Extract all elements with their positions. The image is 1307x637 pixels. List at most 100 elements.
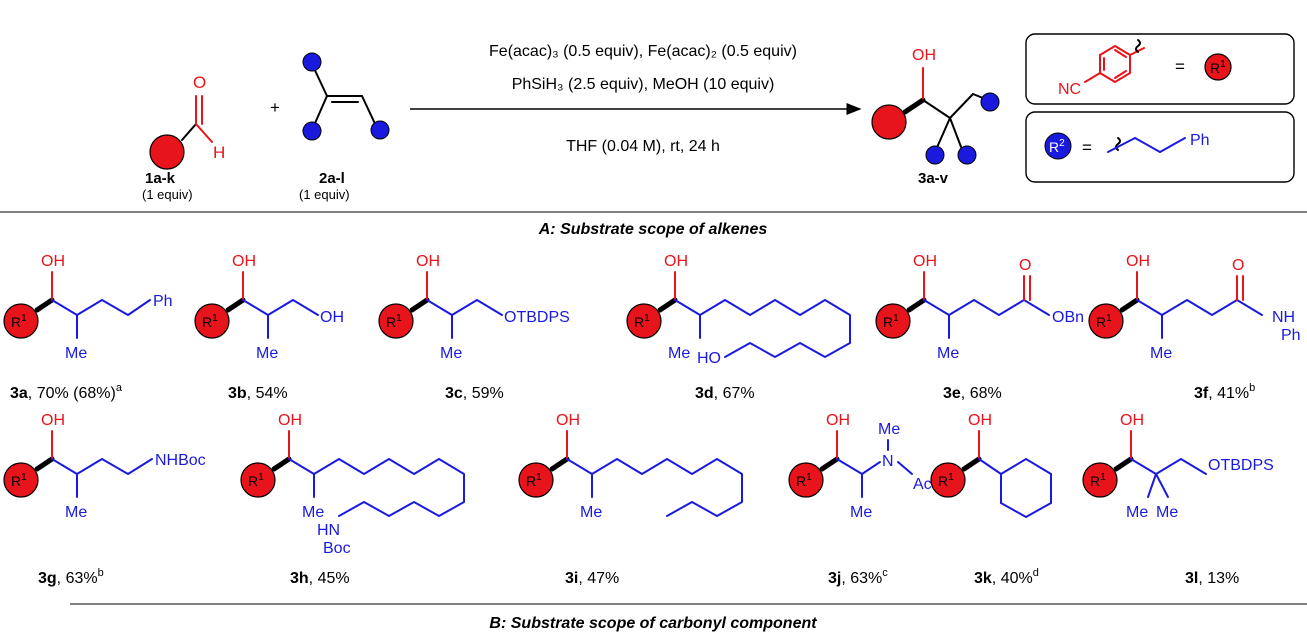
svg-text:OH: OH [232, 253, 256, 270]
svg-text:Ac: Ac [913, 476, 932, 493]
product-3k: R1 OH 3k, 40%d [930, 412, 1052, 587]
caption-3h: 3h, 45% [290, 570, 350, 587]
conditions-line-3: THF (0.04 M), rt, 24 h [566, 138, 720, 155]
svg-text:OH: OH [416, 253, 440, 270]
product-3h: R1 OH HN Boc Me 3h, 45% [240, 412, 465, 587]
svg-text:OH: OH [278, 412, 302, 429]
section-b-title: B: Substrate scope of carbonyl component [489, 615, 817, 632]
product-3a: R1 OH Ph Me 3a, 70% (68%)a [3, 253, 173, 402]
svg-text:OH: OH [320, 309, 344, 326]
aldehyde-reactant: O H 1a-k (1 equiv) [142, 73, 225, 202]
svg-text:OH: OH [913, 253, 937, 270]
svg-text:HO: HO [697, 350, 721, 367]
svg-text:Me: Me [1126, 504, 1148, 521]
product-3l: R1 OH OTBDPS Me Me 3l, 13% [1082, 412, 1274, 587]
svg-text:Me: Me [937, 345, 959, 362]
equals-sign-r2: = [1082, 138, 1092, 157]
svg-text:Me: Me [878, 421, 900, 438]
caption-3b: 3b, 54% [228, 385, 288, 402]
svg-text:Boc: Boc [323, 540, 351, 557]
svg-text:Me: Me [256, 345, 278, 362]
svg-text:R1: R1 [526, 472, 542, 489]
nc-text: NC [1058, 81, 1081, 98]
equals-sign-r1: = [1175, 57, 1185, 76]
legend-r2-box: R2 = Ph [1025, 111, 1295, 183]
legend-r1-box: NC = R1 [1025, 33, 1295, 105]
svg-text:OTBDPS: OTBDPS [1208, 457, 1274, 474]
svg-text:N: N [882, 453, 894, 470]
svg-text:R1: R1 [202, 313, 218, 330]
svg-text:OH: OH [41, 253, 65, 270]
caption-3d: 3d, 67% [695, 385, 755, 402]
svg-text:OH: OH [968, 412, 992, 429]
svg-text:R1: R1 [1096, 313, 1112, 330]
caption-3j: 3j, 63%c [828, 567, 888, 587]
caption-3l: 3l, 13% [1185, 570, 1239, 587]
svg-text:R1: R1 [796, 472, 812, 489]
svg-text:OH: OH [1120, 412, 1144, 429]
svg-text:R1: R1 [248, 472, 264, 489]
svg-text:Me: Me [850, 504, 872, 521]
product-3f: R1 OH O NH Ph Me 3f, 41%b [1088, 253, 1301, 402]
svg-text:HN: HN [317, 522, 340, 539]
svg-text:Me: Me [580, 504, 602, 521]
svg-text:R1: R1 [634, 313, 650, 330]
alkene-reactant: 2a-l (1 equiv) [299, 52, 390, 202]
r2-text: R2 [1049, 138, 1065, 155]
caption-3a: 3a, 70% (68%)a [10, 382, 123, 402]
aldehyde-label: 1a-k [145, 170, 176, 187]
product-general: OH 3a-v [871, 47, 1000, 187]
conditions-line-1: Fe(acac)₃ (0.5 equiv), Fe(acac)₂ (0.5 eq… [489, 43, 797, 60]
alkene-equiv: (1 equiv) [299, 187, 350, 202]
svg-text:O: O [1019, 257, 1031, 274]
svg-text:Me: Me [1156, 504, 1178, 521]
r1-text: R1 [1210, 59, 1226, 76]
product-3d: R1 OH HO Me Me 3d, 67% [626, 253, 851, 402]
aldehyde-o-text: O [193, 73, 206, 92]
product-3j: R1 OH N Me Ac Me 3j, 63%c [788, 412, 932, 587]
svg-text:Me: Me [668, 345, 690, 362]
svg-text:Me: Me [1150, 345, 1172, 362]
svg-text:Ph: Ph [1281, 327, 1301, 344]
svg-text:NHBoc: NHBoc [155, 452, 206, 469]
svg-text:OH: OH [1126, 253, 1150, 270]
svg-text:OTBDPS: OTBDPS [504, 309, 570, 326]
caption-3i: 3i, 47% [565, 570, 619, 587]
product-oh-text: OH [912, 47, 936, 64]
svg-text:OH: OH [826, 412, 850, 429]
aldehyde-equiv: (1 equiv) [142, 187, 193, 202]
caption-3e: 3e, 68% [943, 385, 1002, 402]
svg-text:Me: Me [65, 504, 87, 521]
svg-text:OH: OH [664, 253, 688, 270]
plus-sign: + [270, 98, 280, 117]
product-3b: R1 OH OH Me 3b, 54% [194, 253, 344, 402]
svg-text:R1: R1 [1090, 472, 1106, 489]
product-3c: R1 OH OTBDPS Me 3c, 59% [378, 253, 570, 402]
svg-text:R1: R1 [386, 313, 402, 330]
product-label: 3a-v [918, 170, 949, 187]
aldehyde-h-text: H [213, 143, 225, 162]
svg-text:R1: R1 [938, 472, 954, 489]
svg-text:R1: R1 [883, 313, 899, 330]
svg-text:OBn: OBn [1052, 309, 1084, 326]
caption-3k: 3k, 40%d [974, 567, 1039, 587]
alkene-label: 2a-l [319, 170, 345, 187]
svg-text:O: O [1232, 257, 1244, 274]
caption-3g: 3g, 63%b [38, 567, 104, 587]
svg-text:NH: NH [1272, 309, 1295, 326]
caption-3c: 3c, 59% [445, 385, 504, 402]
svg-text:Me: Me [440, 345, 462, 362]
conditions-line-2: PhSiH₃ (2.5 equiv), MeOH (10 equiv) [512, 76, 775, 93]
r2-ph-text: Ph [1190, 132, 1210, 149]
product-3g: R1 OH NHBoc Me 3g, 63%b [3, 412, 206, 587]
svg-text:OH: OH [556, 412, 580, 429]
svg-text:R1: R1 [11, 313, 27, 330]
svg-text:R1: R1 [11, 472, 27, 489]
caption-3f: 3f, 41%b [1194, 382, 1255, 402]
svg-text:Ph: Ph [153, 293, 173, 310]
svg-text:OH: OH [41, 412, 65, 429]
svg-text:Me: Me [302, 504, 324, 521]
product-3e: R1 OH O OBn Me 3e, 68% [875, 253, 1084, 402]
section-a-title: A: Substrate scope of alkenes [538, 221, 768, 238]
